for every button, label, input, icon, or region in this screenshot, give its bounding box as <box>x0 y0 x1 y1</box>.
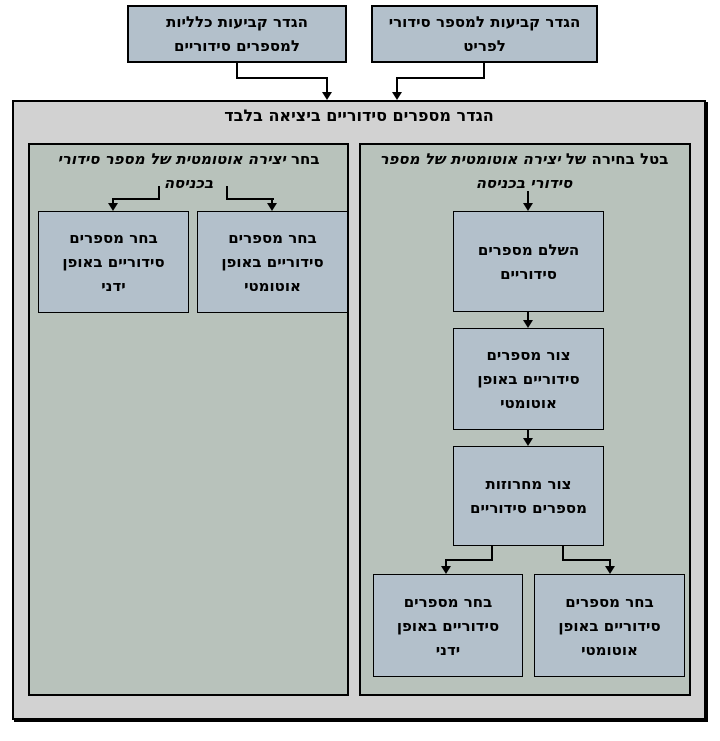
flow-box-item-settings: הגדר קביעות למספר סידורי לפריט <box>371 5 598 63</box>
arrowhead-down-icon <box>523 438 533 446</box>
connector-segment <box>396 77 485 79</box>
arrowhead-down-icon <box>108 203 118 211</box>
connector-segment <box>445 559 493 561</box>
connector-segment <box>158 186 160 200</box>
arrowhead-down-icon <box>392 92 402 100</box>
right-create-auto-label: צור מספרים סידוריים באופן אוטומטי <box>477 346 580 412</box>
arrowhead-down-icon <box>322 92 332 100</box>
connector-segment <box>527 191 529 204</box>
connector-segment <box>112 198 114 205</box>
container-title: הגדר מספרים סידוריים ביציאה בלבד <box>224 106 494 125</box>
connector-segment <box>445 559 447 567</box>
connector-segment <box>112 198 160 200</box>
arrowhead-down-icon <box>267 203 277 211</box>
left-panel-header-italic-line1: יצירה אוטומטית של מספר סידורי <box>57 150 286 168</box>
connector-segment <box>226 198 274 200</box>
right-choose-auto-box: בחר מספרים סידוריים באופן אוטומטי <box>534 574 685 677</box>
left-panel-header-prefix: בחר <box>291 150 320 168</box>
right-complete-serials-label: השלם מספרים סידוריים <box>477 240 580 283</box>
right-create-strings-box: צור מחרוזות מספרים סידוריים <box>453 446 604 546</box>
connector-segment <box>562 546 564 561</box>
arrowhead-down-icon <box>605 566 615 574</box>
right-create-auto-box: צור מספרים סידוריים באופן אוטומטי <box>453 328 604 430</box>
connector-segment <box>396 77 398 93</box>
connector-segment <box>527 430 529 440</box>
connector-segment <box>226 186 228 200</box>
left-panel-header: בחר יצירה אוטומטית של מספר סידורי בכניסה <box>32 147 345 195</box>
connector-segment <box>236 77 328 79</box>
right-panel-header: בטל בחירה של יצירה אוטומטית של מספר סידור… <box>363 147 685 195</box>
connector-segment <box>562 559 611 561</box>
arrowhead-down-icon <box>441 566 451 574</box>
left-choose-manual-label: בחר מספרים סידוריים באופן ידני <box>62 229 165 295</box>
right-choose-manual-label: בחר מספרים סידוריים באופן ידני <box>396 592 500 659</box>
connector-segment <box>527 312 529 322</box>
right-create-strings-label: צור מחרוזות מספרים סידוריים <box>470 475 587 517</box>
connector-segment <box>326 77 328 93</box>
connector-segment <box>483 63 485 79</box>
flow-box-general-settings: הגדר קביעות כלליות למספרים סידוריים <box>127 5 347 63</box>
left-panel-header-italic-line2: בכניסה <box>163 174 214 192</box>
connector-segment <box>236 63 238 79</box>
right-panel-header-italic-line2: סידורי בכניסה <box>475 174 573 192</box>
left-choose-auto-box: בחר מספרים סידוריים באופן אוטומטי <box>197 211 348 313</box>
right-panel-header-italic-line1: יצירה אוטומטית של מספר <box>379 150 561 168</box>
left-choose-auto-label: בחר מספרים סידוריים באופן אוטומטי <box>221 229 324 295</box>
right-choose-auto-label: בחר מספרים סידוריים באופן אוטומטי <box>558 592 661 659</box>
right-panel-header-prefix: בטל בחירה של <box>565 150 669 168</box>
connector-segment <box>491 546 493 561</box>
arrowhead-down-icon <box>523 203 533 211</box>
arrowhead-down-icon <box>523 320 533 328</box>
right-choose-manual-box: בחר מספרים סידוריים באופן ידני <box>373 574 523 677</box>
flow-box-general-settings-label: הגדר קביעות כלליות למספרים סידוריים <box>166 13 308 55</box>
flow-box-item-settings-label: הגדר קביעות למספר סידורי לפריט <box>388 13 581 55</box>
connector-segment <box>609 559 611 567</box>
left-choose-manual-box: בחר מספרים סידוריים באופן ידני <box>38 211 189 313</box>
connector-segment <box>271 198 273 205</box>
right-complete-serials-box: השלם מספרים סידוריים <box>453 211 604 312</box>
